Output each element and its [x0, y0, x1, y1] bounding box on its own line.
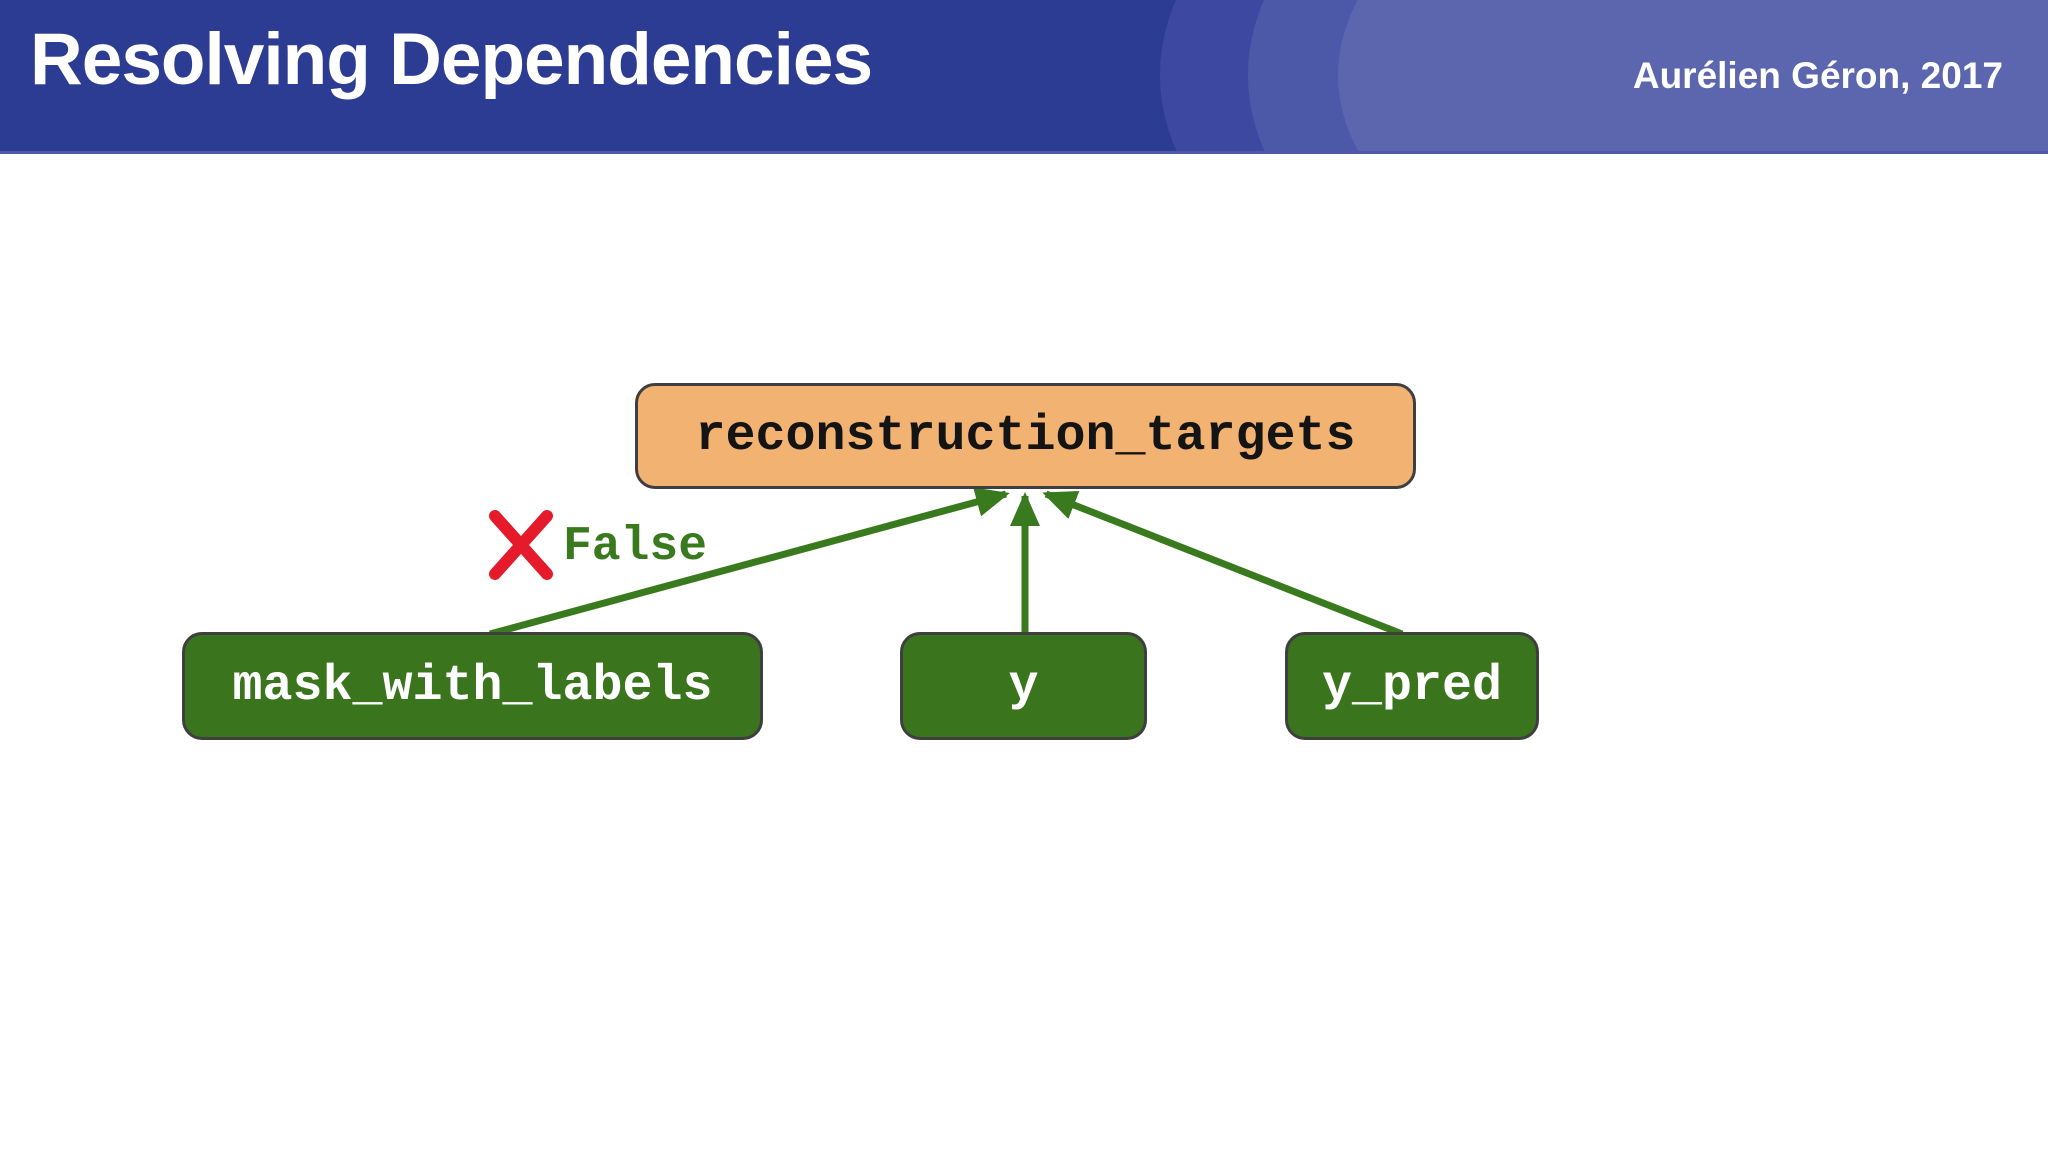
arrow-mask-to-target: [489, 487, 1010, 638]
author-credit: Aurélien Géron, 2017: [1632, 55, 2003, 96]
node-label: reconstruction_targets: [695, 407, 1356, 465]
node-label: y_pred: [1321, 657, 1503, 715]
node-mask-with-labels: mask_with_labels: [182, 632, 763, 740]
node-reconstruction-targets: reconstruction_targets: [635, 383, 1416, 489]
false-label: False: [563, 520, 708, 574]
red-x-icon: [489, 510, 553, 580]
node-label: mask_with_labels: [232, 657, 713, 715]
node-y-pred: y_pred: [1285, 632, 1539, 740]
header-bar: Resolving Dependencies Aurélien Géron, 2…: [0, 0, 2048, 154]
ellipse-decoration-3: [1338, 0, 2048, 151]
node-label: y: [1008, 657, 1039, 715]
arrow-ypred-to-target: [1042, 490, 1404, 638]
node-y: y: [900, 632, 1147, 740]
page-title: Resolving Dependencies: [30, 19, 873, 100]
